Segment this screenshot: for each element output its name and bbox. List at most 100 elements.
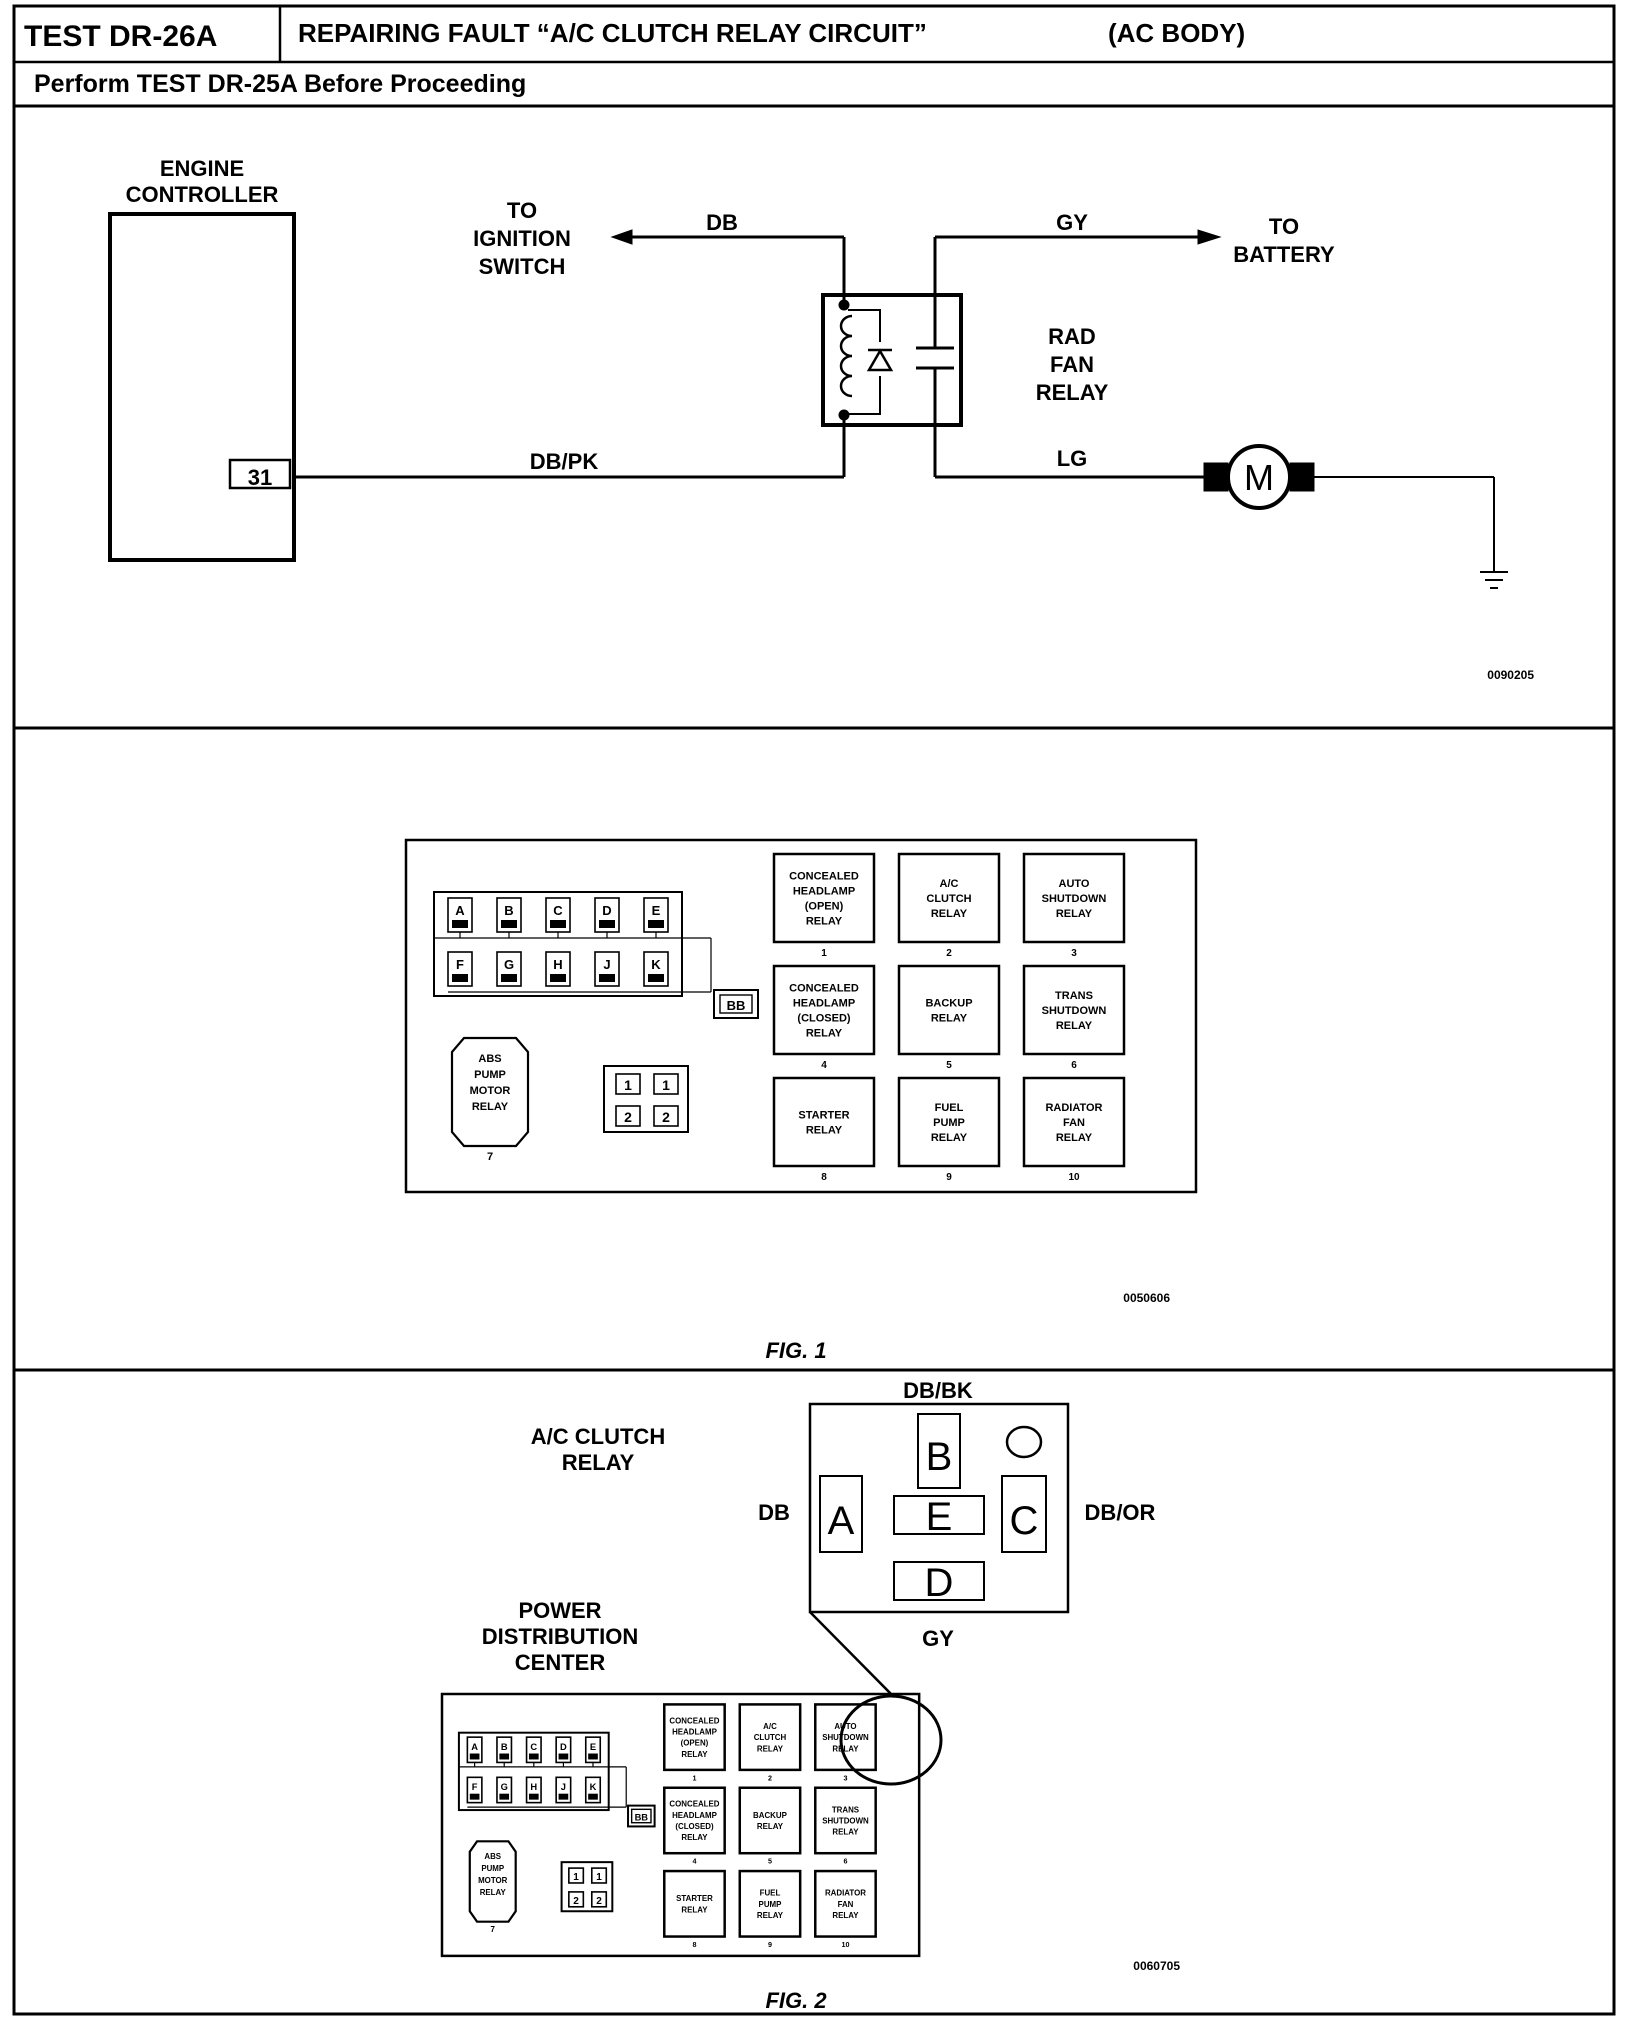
small-relay-block [560,1861,614,1913]
fuse-letter: A [471,1742,478,1752]
header [12,4,1616,2016]
abs-relay-label: ABS [484,1852,501,1861]
fuse-bb [627,1804,656,1828]
relay-number: 4 [692,1857,696,1866]
pdc-label: DISTRIBUTION [482,1624,638,1649]
fuse-letter: C [530,1742,537,1752]
relay-slot [814,1869,877,1938]
relay-label: PUMP [759,1900,782,1909]
relay-slot [738,1703,802,1772]
to-ignition-label: IGNITION [473,226,571,251]
schematic-diagram [108,212,1495,572]
small-relay-number: 1 [573,1872,579,1883]
small-relay [590,1891,608,1908]
rad-fan-relay-box [821,293,963,427]
small-relay [615,1105,641,1127]
abs-relay-label: MOTOR [470,1085,511,1097]
small-relay-number: 2 [596,1896,602,1907]
engine-controller-box [108,212,296,562]
relay-slot [1022,852,1126,944]
terminal-a: A [828,1499,855,1543]
relay-number: 5 [768,1857,772,1866]
abs-relay-label: RELAY [480,1888,507,1897]
wire-db-or-label: DB/OR [1085,1500,1156,1525]
small-relay [653,1105,679,1127]
small-relay-block [603,1065,689,1133]
fig2-relay-label: RELAY [562,1450,635,1475]
pin-31-box [228,458,292,490]
fuse-element [588,1793,598,1800]
relay-label: RADIATOR [825,1889,866,1898]
wire-db-pk-label: DB/PK [530,449,599,474]
fuse-letter: K [590,1782,597,1792]
pdc-label: POWER [518,1598,601,1623]
fuse-bb-label: BB [727,998,746,1013]
fuse-letter: G [504,957,514,972]
relay-slot [897,852,1001,944]
fuse-element [599,920,615,928]
relay-number: 2 [946,948,952,959]
relay-coil [839,314,853,398]
relay-label: RELAY [931,908,968,920]
pin-number: 31 [248,465,272,490]
relay-number: 10 [841,1940,849,1949]
fuse-letter: B [501,1742,508,1752]
relay-number: 2 [768,1773,772,1782]
fuse-element [588,1753,598,1760]
wire-gy-label: GY [1056,210,1088,235]
relay-slot [772,964,876,1056]
relay-label: FAN [838,1900,854,1909]
relay-diode [866,348,894,372]
arrow-to-ignition [610,229,633,245]
small-relay-number: 1 [662,1077,670,1093]
relay-label: RELAY [931,1013,968,1025]
relay-label: AUTO [1059,878,1090,890]
abs-relay-number: 7 [487,1151,493,1163]
fig2-caption: FIG. 2 [765,1988,827,2013]
relay-label: RELAY [1036,380,1109,405]
relay-slot [1022,1076,1126,1168]
relay-label: FUEL [935,1102,964,1114]
relay-number: 3 [1071,948,1077,959]
relay-label: RELAY [1056,1020,1093,1032]
fig1-ref-number: 0050606 [1123,1291,1170,1305]
fuse-bottom [466,1776,483,1804]
relay-label: RADIATOR [1045,1102,1102,1114]
abs-relay-label: ABS [478,1053,501,1065]
relay-number: 5 [946,1060,952,1071]
relay-label: CONCEALED [789,983,859,995]
relay-number: 9 [946,1172,952,1183]
engine-controller-label: CONTROLLER [126,182,279,207]
relay-number: 6 [1071,1060,1077,1071]
fuse-element [469,1753,480,1760]
abs-pump-motor-relay [468,1840,517,1923]
wire-gy-label-fig2: GY [922,1626,954,1651]
wire-lg-label: LG [1057,446,1088,471]
relay-label: (CLOSED) [675,1822,714,1831]
relay-label: RELAY [806,916,843,928]
relay-label: (OPEN) [681,1739,709,1748]
relay-label: FAN [1063,1117,1085,1129]
fuse-letter: H [530,1782,537,1792]
fuse-element [550,920,566,928]
fuse-bottom [447,951,473,987]
relay-label: HEADLAMP [672,1811,717,1820]
fig2-ref-number: 0060705 [1133,1959,1180,1973]
relay-label: RELAY [681,1833,708,1842]
relay-label: FUEL [760,1889,781,1898]
relay-label: RAD [1048,324,1096,349]
relay-number: 1 [821,948,827,959]
fuse-element [558,1793,569,1800]
fuse-block [433,891,683,997]
abs-relay-label: PUMP [481,1864,504,1873]
relay-number: 10 [1068,1172,1080,1183]
relay-slot [738,1869,802,1938]
schematic-ref-number: 0090205 [1487,668,1534,682]
fuse-element [648,920,664,928]
fuse-letter: F [472,1782,478,1792]
relay-label: (OPEN) [805,901,844,913]
ac-clutch-relay-terminals [808,1402,1070,1786]
relay-slot [663,1869,726,1938]
